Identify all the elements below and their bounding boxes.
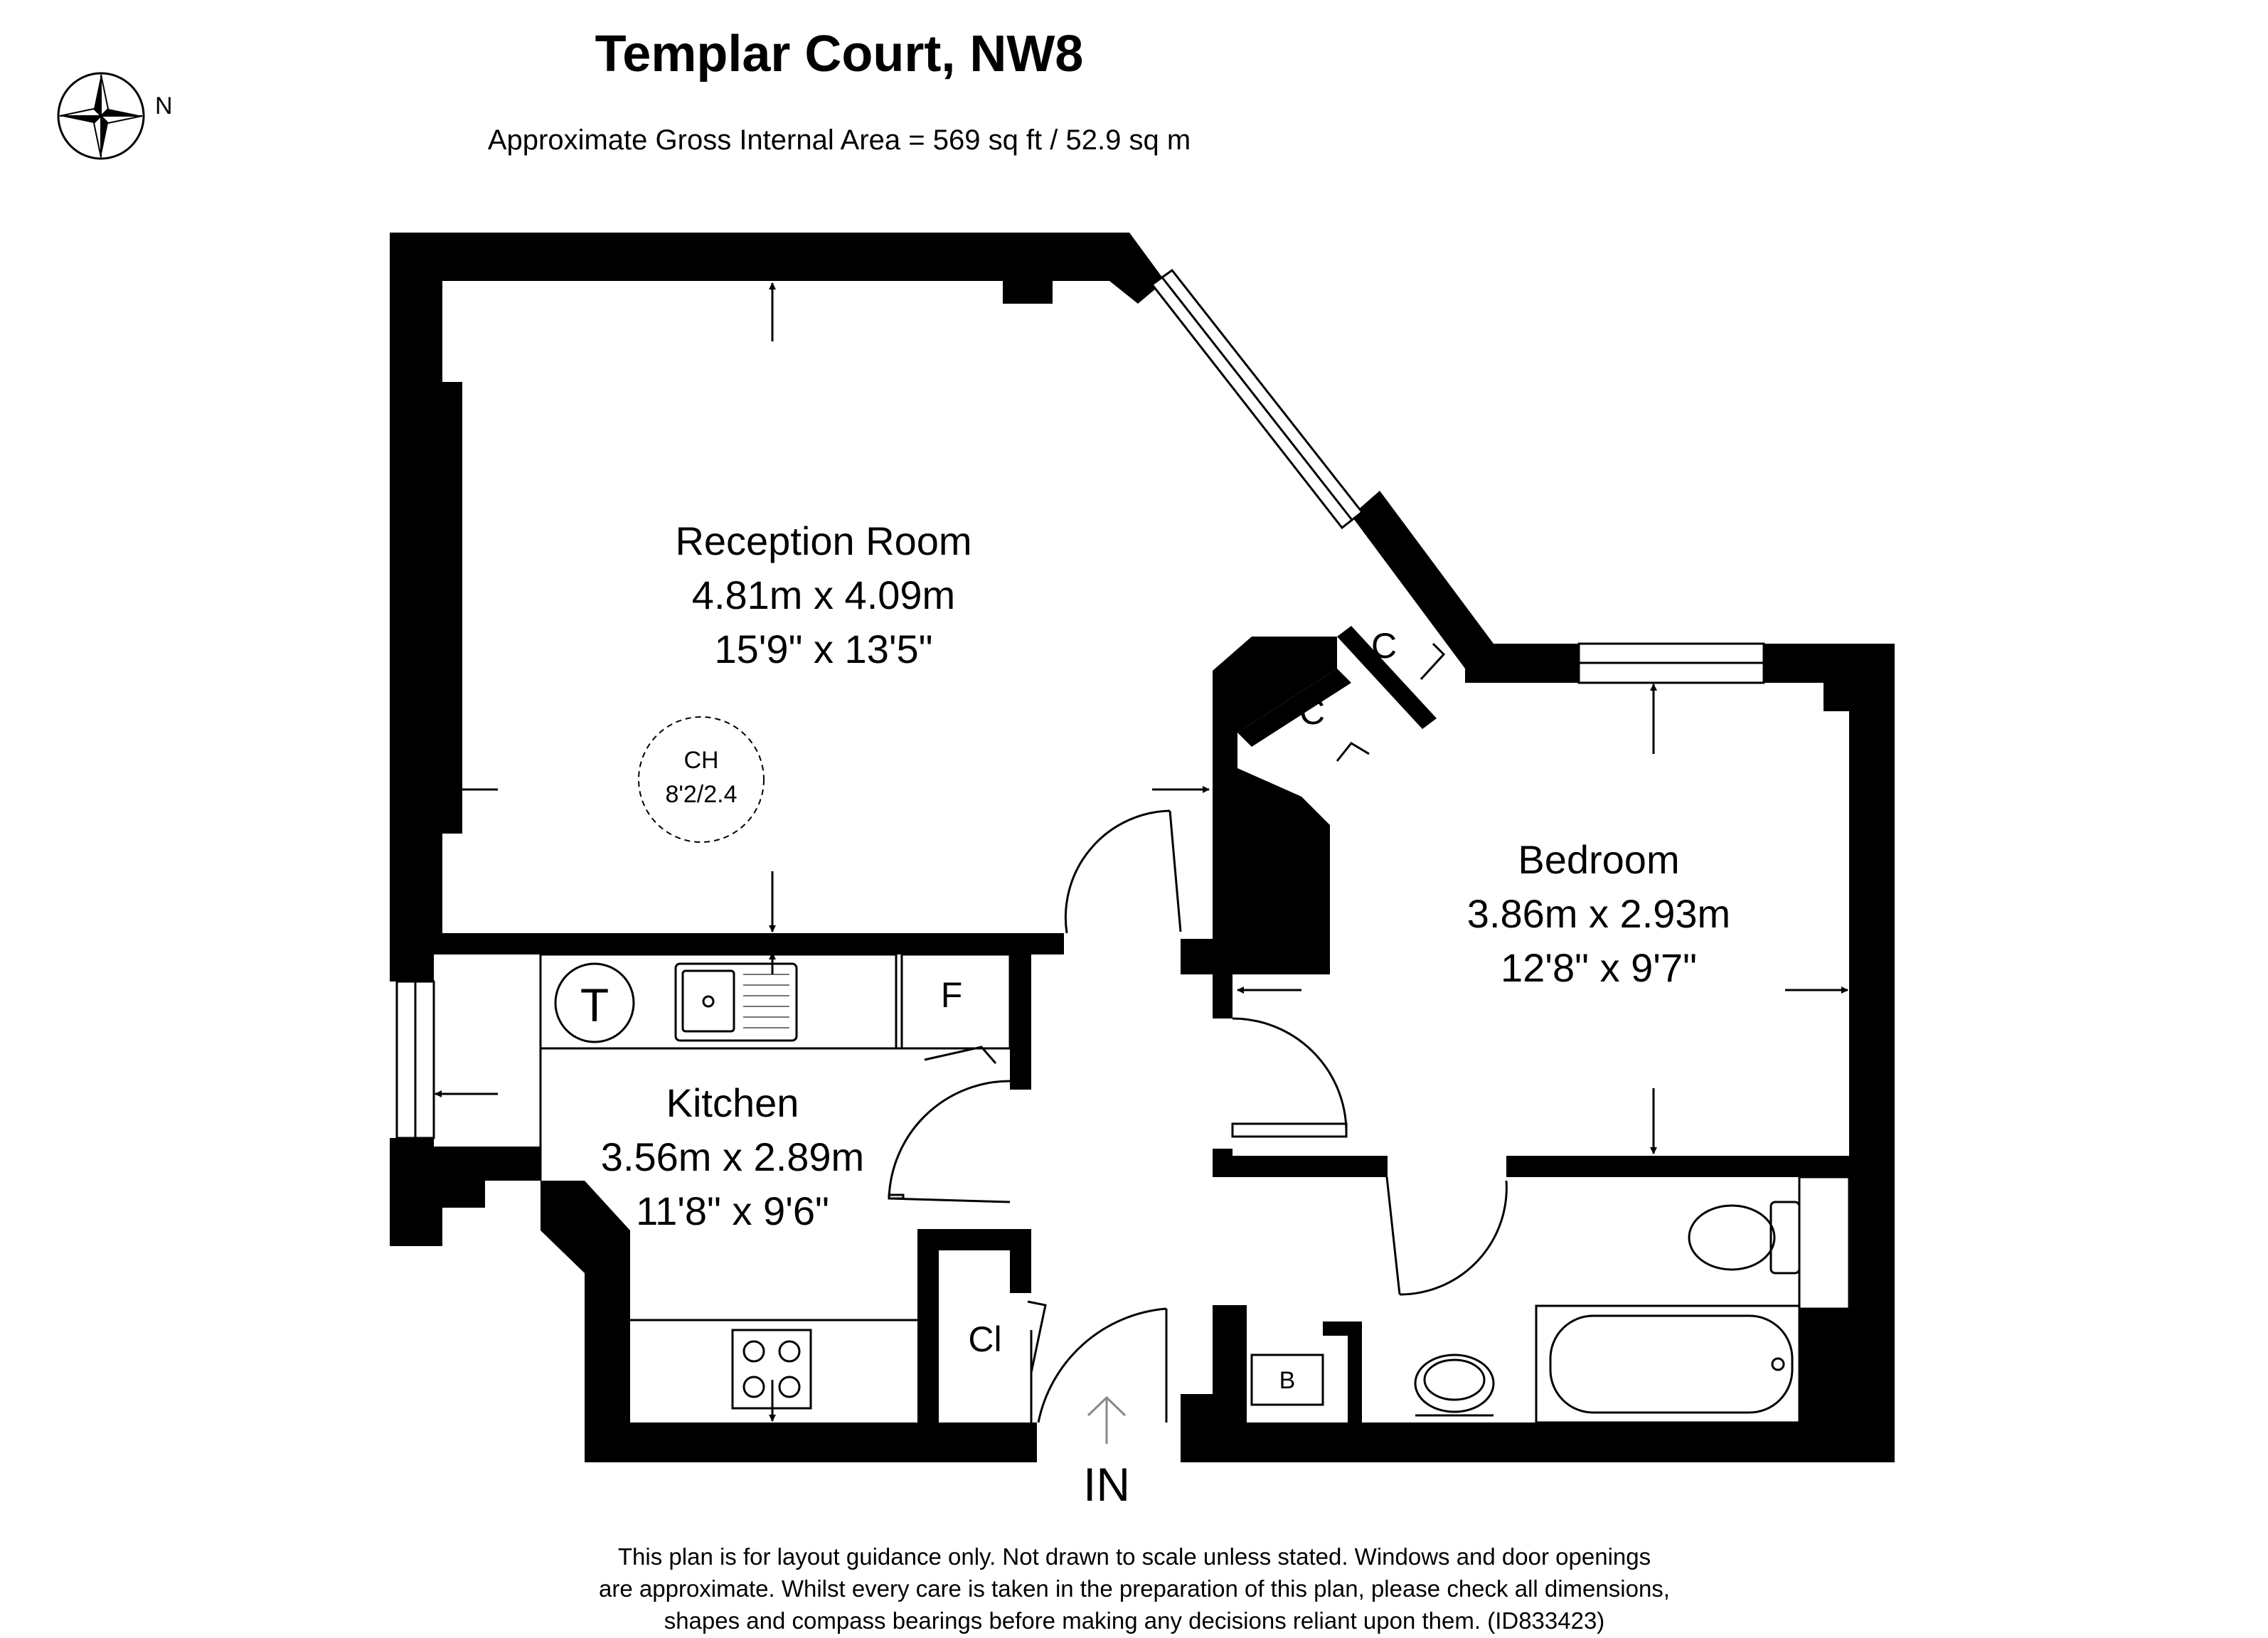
reception-name: Reception Room — [675, 518, 971, 563]
kitchen-name: Kitchen — [666, 1080, 799, 1125]
disclaimer-line-3: shapes and compass bearings before makin… — [664, 1607, 1605, 1634]
cloaks-label: Cl — [968, 1319, 1001, 1359]
reception-room-label: Reception Room 4.81m x 4.09m 15'9" x 13'… — [675, 518, 971, 671]
entrance-arrow-icon — [1087, 1395, 1127, 1444]
entrance-label: IN — [1083, 1458, 1130, 1511]
cloaks-cupboard: Cl — [968, 1319, 1001, 1359]
cupboard-c2: C — [1299, 692, 1325, 732]
disclaimer-line-2: are approximate. Whilst every care is ta… — [599, 1575, 1670, 1602]
bedroom-imperial: 12'8" x 9'7" — [1501, 945, 1697, 990]
cupboard-c1: C — [1371, 626, 1397, 666]
fridge-fixture: F — [900, 953, 1011, 1050]
ceiling-height-label: CH — [683, 747, 718, 774]
tank-label: T — [580, 979, 609, 1031]
kitchen-label: Kitchen 3.56m x 2.89m 11'8" x 9'6" — [601, 1080, 864, 1233]
bedroom-metric: 3.86m x 2.93m — [1467, 891, 1730, 936]
fridge-label: F — [941, 975, 963, 1015]
page-title: Templar Court, NW8 — [595, 26, 1084, 83]
bedroom-name: Bedroom — [1518, 837, 1679, 882]
walls — [390, 233, 1895, 1462]
compass-rose-icon — [57, 72, 145, 160]
reception-metric: 4.81m x 4.09m — [692, 573, 955, 617]
bedroom-label: Bedroom 3.86m x 2.93m 12'8" x 9'7" — [1467, 837, 1730, 990]
bathroom-fixtures — [1414, 1176, 1851, 1424]
ceiling-height-marker: CH 8'2/2.4 — [638, 716, 765, 843]
reception-imperial: 15'9" x 13'5" — [714, 627, 932, 671]
windows — [395, 268, 1765, 1139]
tank-fixture: T — [554, 962, 635, 1043]
dimension-arrows — [435, 282, 1848, 1422]
boiler-fixture: B — [1250, 1354, 1324, 1406]
doors — [888, 642, 1508, 1423]
disclaimer-line-1: This plan is for layout guidance only. N… — [618, 1543, 1651, 1570]
boiler-label: B — [1279, 1367, 1296, 1394]
area-subtitle: Approximate Gross Internal Area = 569 sq… — [488, 124, 1191, 156]
kitchen-imperial: 11'8" x 9'6" — [636, 1188, 829, 1233]
ceiling-height-value: 8'2/2.4 — [665, 781, 737, 808]
kitchen-metric: 3.56m x 2.89m — [601, 1134, 864, 1179]
cupboard-c1-label: C — [1371, 626, 1397, 666]
compass-north-label: N — [155, 92, 173, 119]
cupboard-c2-label: C — [1299, 692, 1325, 732]
kitchen-worktop-bottom — [630, 1319, 917, 1410]
